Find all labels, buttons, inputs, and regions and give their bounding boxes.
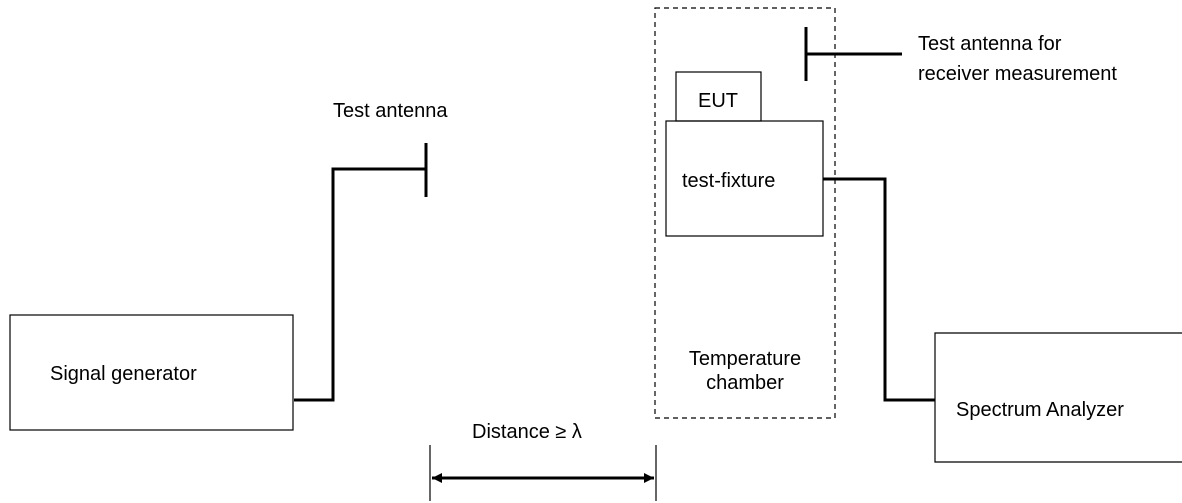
temperature-chamber-label-line1: Temperature [689,348,801,370]
spectrum-analyzer-box [934,332,1182,463]
temperature-chamber-label-line2: chamber [706,372,784,394]
fixture-to-analyzer-cable [823,177,935,402]
temperature-chamber-boundary [654,7,836,419]
signal-generator-box [9,314,294,431]
test-fixture-label: test-fixture [682,170,775,192]
receiver-test-antenna-label-line1: Test antenna for [918,33,1062,55]
test-antenna-label: Test antenna [333,100,448,122]
eut-label: EUT [698,90,738,112]
distance-label: Distance ≥ λ [472,421,582,443]
receiver-test-antenna-label-line2: receiver measurement [918,63,1117,85]
signal-generator-label: Signal generator [50,363,197,385]
signal-generator-cable [294,167,426,402]
spectrum-analyzer-label: Spectrum Analyzer [956,399,1124,421]
